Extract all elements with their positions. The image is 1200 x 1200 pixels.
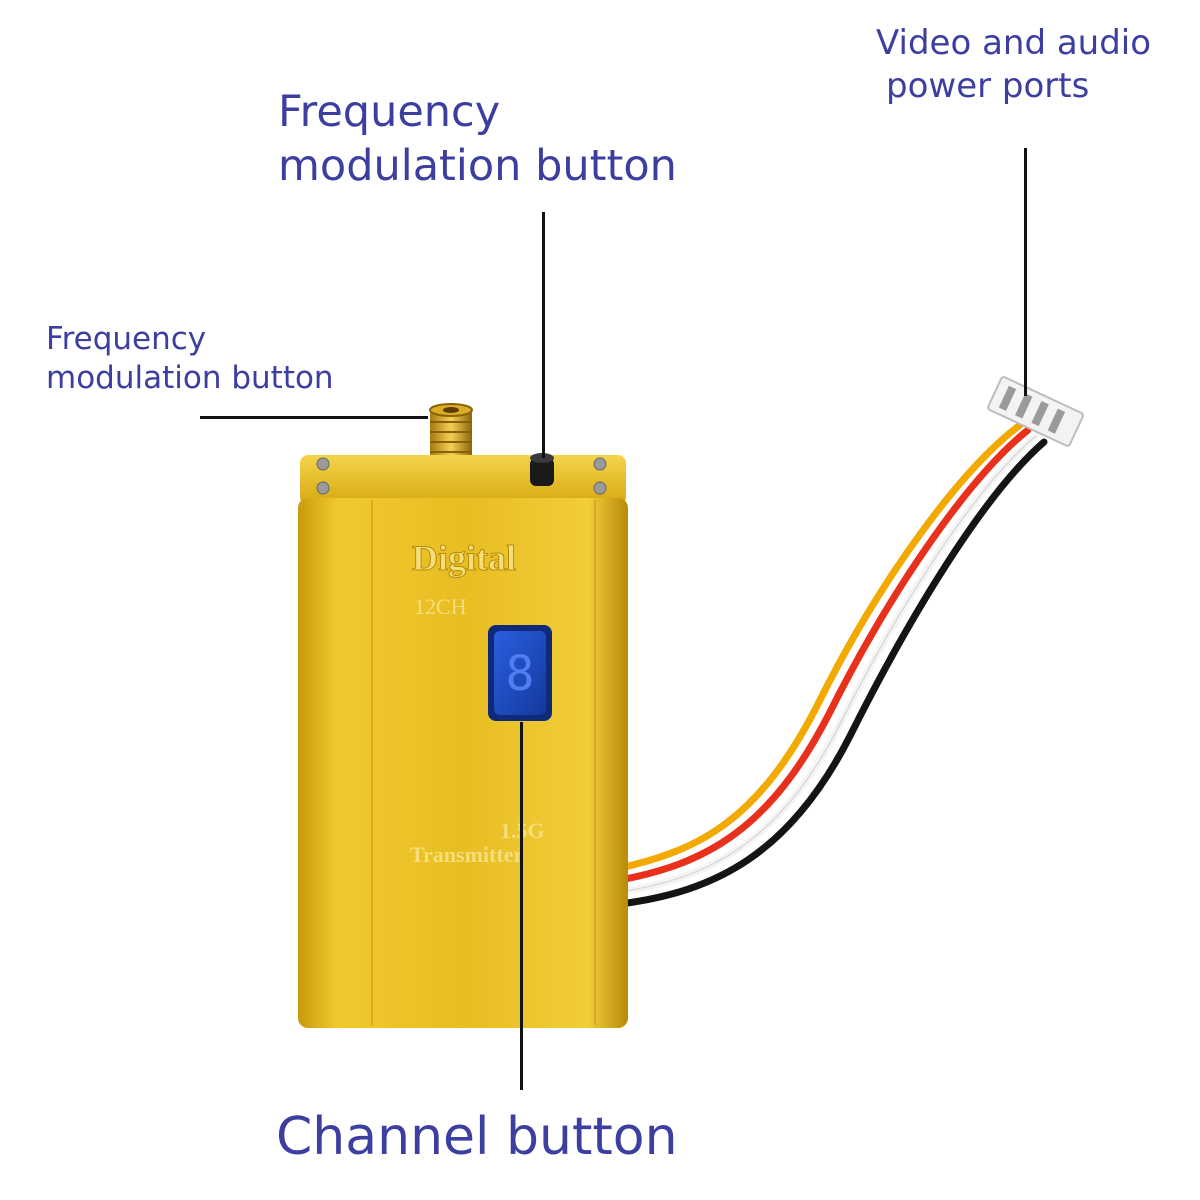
screws [316,457,607,495]
wire-black [616,438,1048,908]
label-frequency-modulation-button-left: Frequency modulation button [46,320,334,398]
svg-text:8: 8 [506,646,535,702]
label-channel-button: Channel button [276,1107,678,1167]
leader-line-video-audio [1024,148,1027,396]
power-connector [987,376,1084,447]
label-line: modulation button [46,359,334,396]
label-line: modulation button [278,140,677,191]
label-line: Video and audio [876,23,1152,63]
leader-line-channel [520,722,523,1090]
label-line: power ports [886,65,1090,106]
wire-yellow [616,421,1024,872]
device-type-text: Transmitter [410,842,523,867]
wire-red [616,426,1032,884]
label-line: Frequency [278,87,501,137]
label-frequency-modulation-button-top: Frequency modulation button [278,86,677,194]
leader-line-freq-mod-left [200,416,428,419]
device-brand-text: Digital [412,538,516,578]
channel-display: 8 [488,625,552,721]
device-channels-text: 12CH [414,594,467,619]
frequency-modulation-push-button [530,453,554,486]
device-top [300,455,626,505]
wire-white-outline [619,435,1037,893]
label-line: Frequency [46,321,207,357]
wire-harness [616,421,1048,908]
label-video-audio-power-ports: Video and audio power ports [876,22,1151,107]
leader-line-freq-mod-top [542,212,545,458]
